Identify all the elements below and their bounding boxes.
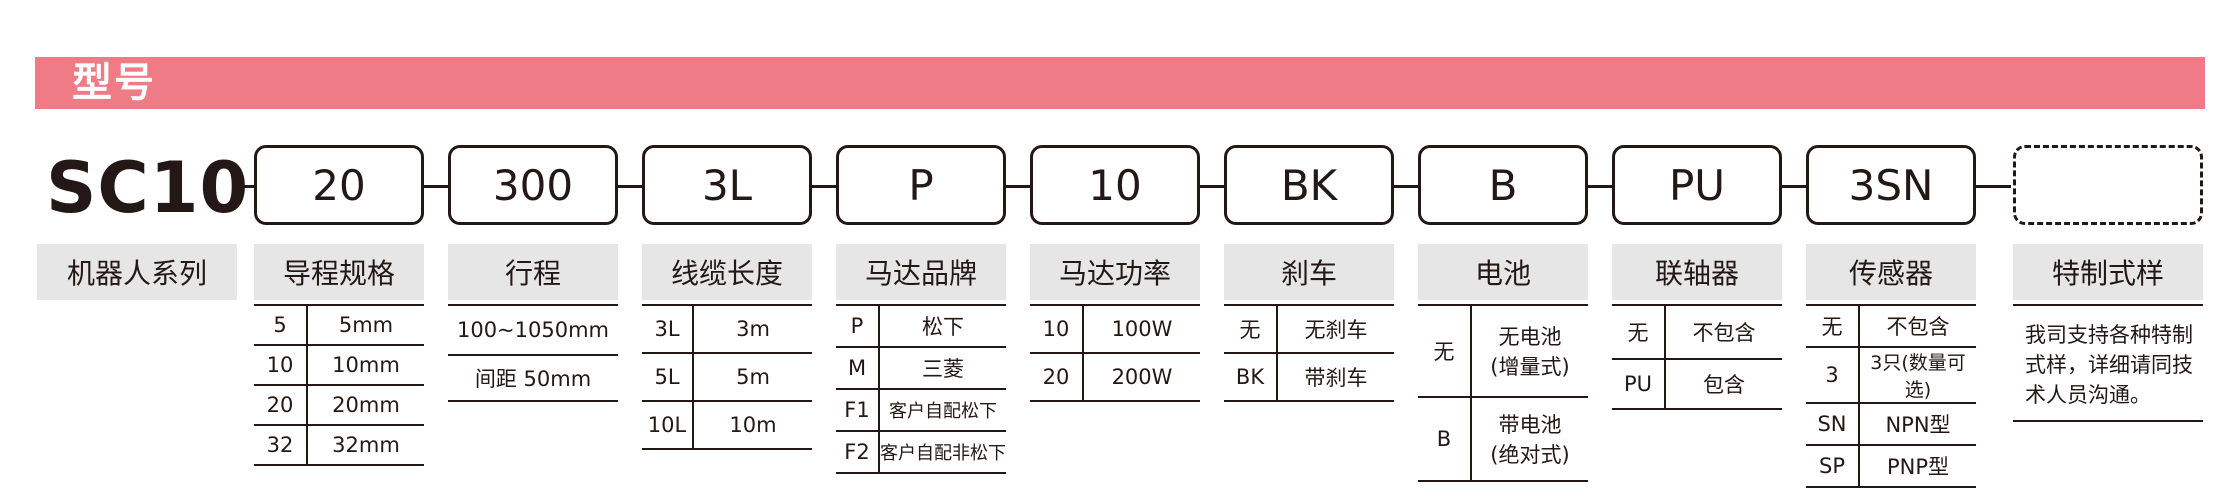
code-box-lead: 20 [254,145,424,225]
code-box-brake: BK [1224,145,1394,225]
table-row: 无无刹车 [1224,304,1394,354]
header-stroke: 行程 [448,244,618,300]
connector-dash [1199,185,1229,188]
connector-dash [1975,185,2011,188]
table-row: 无不包含 [1612,304,1782,360]
table-row: 无不包含 [1806,304,1976,348]
table-row: 间距 50mm [448,355,618,402]
connector-dash [423,185,453,188]
header-brake: 刹车 [1224,244,1394,300]
code-box-motor-brand: P [836,145,1006,225]
code-box-custom [2013,145,2203,225]
header-series: 机器人系列 [37,244,237,300]
header-sensor: 传感器 [1806,244,1976,300]
table-row: B 带电池(绝对式) [1418,397,1588,482]
battery-table: 无 无电池(增量式) B 带电池(绝对式) [1418,304,1588,482]
section-banner [35,57,2205,109]
code-box-sensor: 3SN [1806,145,1976,225]
header-coupling: 联轴器 [1612,244,1782,300]
connector-dash [1393,185,1423,188]
connector-dash [811,185,841,188]
code-box-stroke: 300 [448,145,618,225]
header-lead: 导程规格 [254,244,424,300]
custom-note: 我司支持各种特制 式样，详细请同技 术人员沟通。 [2013,304,2203,422]
connector-dash [232,185,254,188]
model-prefix: SC10 [46,147,250,229]
connector-dash [617,185,647,188]
section-title: 型号 [72,60,156,106]
code-box-coupling: PU [1612,145,1782,225]
connector-dash [1005,185,1035,188]
table-row: 100~1050mm [448,304,618,356]
code-box-battery: B [1418,145,1588,225]
header-motor-brand: 马达品牌 [836,244,1006,300]
code-box-motor-power: 10 [1030,145,1200,225]
header-custom: 特制式样 [2013,244,2203,300]
table-row: 无 无电池(增量式) [1418,304,1588,398]
header-battery: 电池 [1418,244,1588,300]
stroke-table: 100~1050mm 间距 50mm [448,304,618,402]
connector-dash [1781,185,1811,188]
header-cable: 线缆长度 [642,244,812,300]
connector-dash [1587,185,1617,188]
code-box-cable: 3L [642,145,812,225]
header-motor-power: 马达功率 [1030,244,1200,300]
